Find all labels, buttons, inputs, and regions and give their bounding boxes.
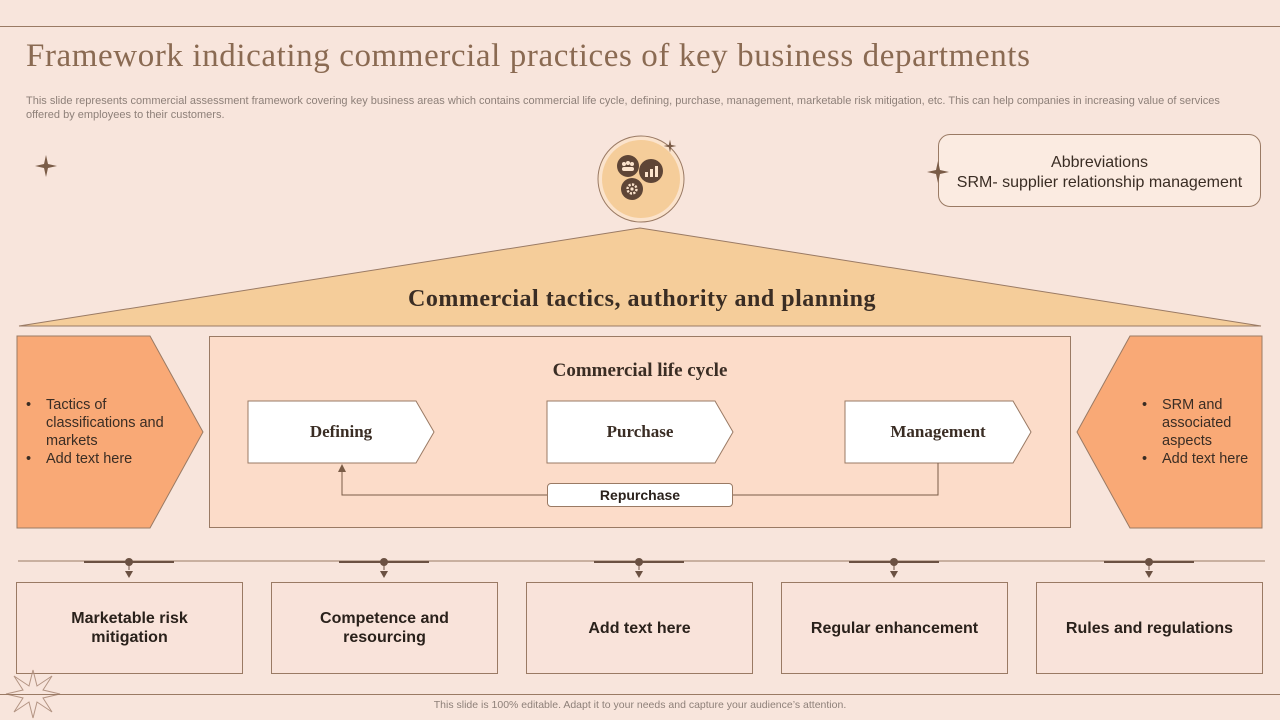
pillar-card-regular-enhancement: Regular enhancement <box>781 582 1008 674</box>
pillar-connector <box>594 558 684 578</box>
pillar-connector <box>84 558 174 578</box>
right-panel-list: SRM and associated aspects Add text here <box>1142 396 1262 468</box>
step-management-label: Management <box>890 422 986 441</box>
abbreviations-heading: Abbreviations <box>1051 154 1148 171</box>
starburst-icon <box>5 669 61 719</box>
team-icon <box>617 155 639 177</box>
pillar-connector <box>1104 558 1194 578</box>
footer-note: This slide is 100% editable. Adapt it to… <box>433 699 847 711</box>
pillar-card-competence: Competence and resourcing <box>271 582 498 674</box>
pillar-card-rules: Rules and regulations <box>1036 582 1263 674</box>
left-panel-list: Tactics of classifications and markets A… <box>26 396 166 468</box>
list-item: SRM and associated aspects <box>1142 396 1262 450</box>
arrow-head-icon <box>338 464 346 472</box>
page-subtitle: This slide represents commercial assessm… <box>26 95 1220 121</box>
abbreviations-box: Abbreviations SRM- supplier relationship… <box>938 134 1261 207</box>
sparkle-icon <box>663 139 677 153</box>
repurchase-connector-right <box>733 463 939 496</box>
gear-icon <box>621 178 643 200</box>
step-defining-shape <box>247 400 435 464</box>
list-item: Tactics of classifications and markets <box>26 396 166 450</box>
business-emblem <box>596 134 686 224</box>
roof-shape <box>18 227 1262 327</box>
pillar-connector <box>849 558 939 578</box>
step-purchase-shape <box>546 400 734 464</box>
lifecycle-title: Commercial life cycle <box>552 360 728 381</box>
growth-chart-icon <box>639 159 663 183</box>
pillar-card-marketable-risk: Marketable risk mitigation <box>16 582 243 674</box>
list-item: Add text here <box>26 450 166 468</box>
sparkle-icon <box>35 155 57 177</box>
pillar-connectors <box>18 558 1265 578</box>
bottom-divider <box>0 694 1280 695</box>
roof-title: Commercial tactics, authority and planni… <box>408 286 876 312</box>
step-purchase-label: Purchase <box>606 422 674 441</box>
pillar-connector <box>339 558 429 578</box>
top-divider <box>0 26 1280 27</box>
step-defining-label: Defining <box>309 422 373 441</box>
list-item: Add text here <box>1142 450 1262 468</box>
abbreviations-text: SRM- supplier relationship management <box>956 174 1243 191</box>
repurchase-connector-left <box>341 470 547 496</box>
pillar-card-add-text: Add text here <box>526 582 753 674</box>
step-management-shape <box>844 400 1032 464</box>
page-title: Framework indicating commercial practice… <box>26 38 1031 74</box>
repurchase-label: Repurchase <box>547 483 733 507</box>
sparkle-icon <box>927 161 949 183</box>
